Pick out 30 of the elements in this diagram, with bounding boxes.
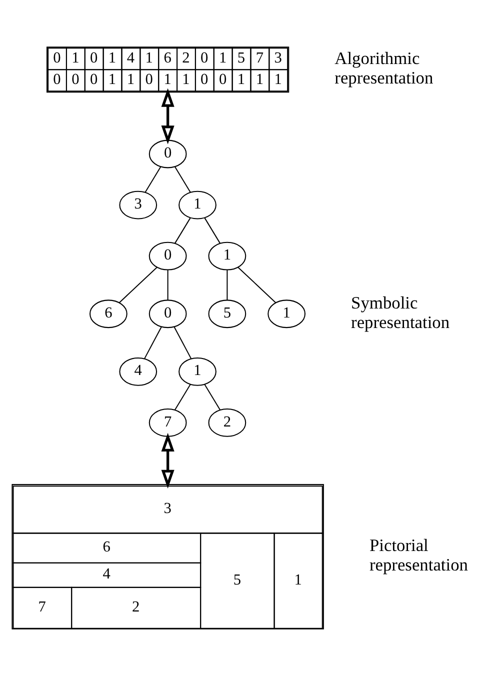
arrow	[161, 88, 174, 144]
connector	[144, 326, 162, 358]
connector	[204, 384, 220, 410]
node-ellipse: 1	[178, 190, 216, 219]
arrow	[161, 432, 174, 488]
node-ellipse: 1	[268, 299, 306, 328]
node-label: Pictorial representation	[369, 534, 468, 574]
node-ellipse: 5	[208, 299, 246, 328]
node-ellipse: 0	[148, 299, 187, 328]
node-label: Algorithmic representation	[334, 48, 434, 88]
node-ellipse: 0	[148, 139, 187, 168]
connector	[204, 217, 220, 244]
node-ellipse: 4	[119, 356, 158, 386]
connector	[167, 270, 168, 300]
connector	[118, 266, 158, 303]
node-ellipse: 0	[148, 241, 187, 270]
node-ellipse: 7	[148, 408, 187, 436]
node-ellipse: 1	[208, 241, 246, 270]
connector	[174, 217, 191, 244]
connector	[174, 384, 191, 410]
connector	[174, 166, 191, 192]
connector	[144, 166, 162, 192]
node-ellipse: 1	[178, 356, 216, 386]
node-ellipse: 2	[208, 408, 246, 436]
connector	[226, 270, 228, 300]
node-ellipse: 6	[90, 299, 128, 328]
label: Symbolic representation	[351, 292, 450, 332]
connector	[174, 326, 192, 358]
connector	[238, 266, 276, 303]
node-ellipse: 3	[119, 190, 158, 219]
